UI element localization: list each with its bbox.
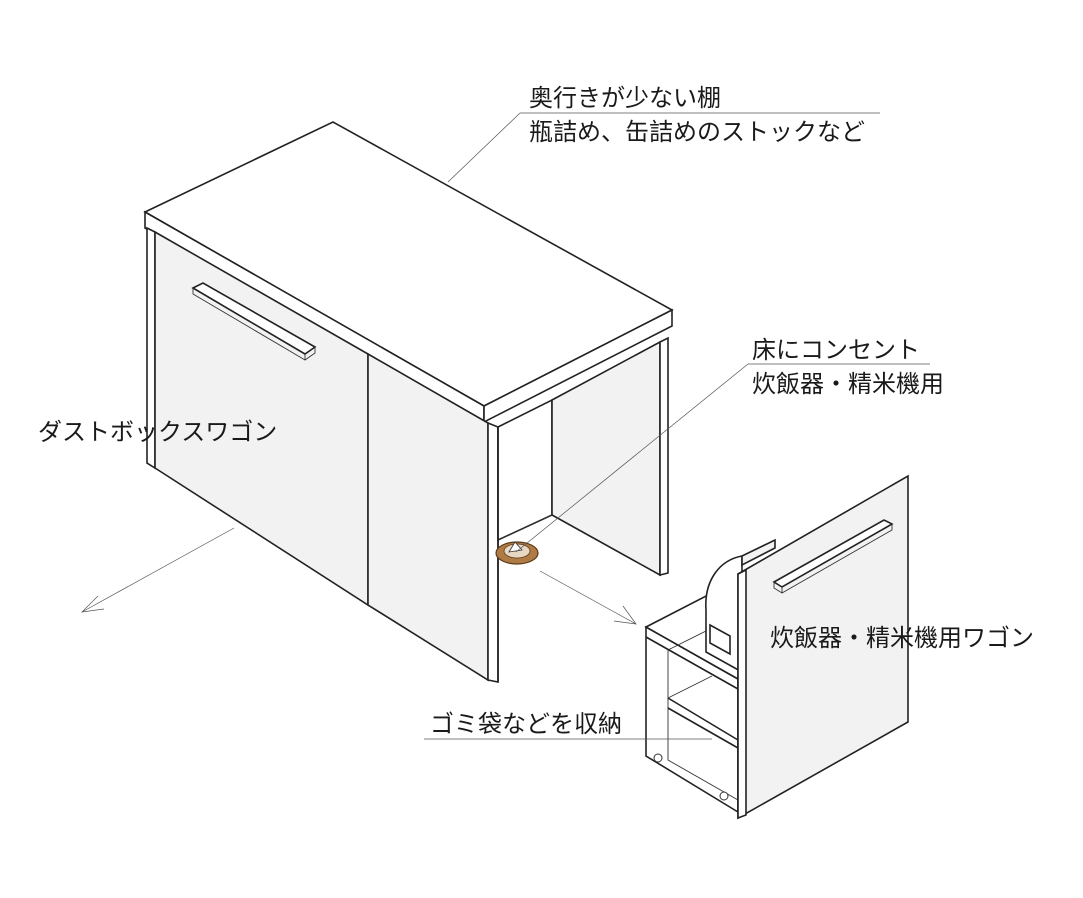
- outlet-title-label: 床にコンセント: [752, 336, 920, 364]
- floor-outlet: [495, 541, 539, 565]
- shelf-detail-label: 瓶詰め、缶詰めのストックなど: [529, 118, 865, 146]
- annotation-lines: [81, 112, 930, 740]
- rice-cooker-display: [709, 623, 731, 656]
- trash-bag-label: ゴミ袋などを収納: [430, 710, 622, 738]
- rice-wagon-arrow: [539, 570, 637, 625]
- cabinet-right-edge: [659, 336, 669, 577]
- rice-cooker: [705, 555, 743, 674]
- main-cabinet: [143, 121, 674, 683]
- shelf-title-label: 奥行きが少ない棚: [529, 84, 721, 112]
- outlet-detail-label: 炊飯器・精米機用: [752, 370, 944, 398]
- rice-wagon-label: 炊飯器・精米機用ワゴン: [770, 624, 1034, 652]
- dust-wagon-label: ダストボックスワゴン: [38, 418, 278, 446]
- counter-right-edge: [483, 308, 673, 424]
- rice-cooker-wagon: [644, 474, 909, 820]
- rice-wagon-panel-edge: [737, 568, 747, 820]
- cooker-back-rim: [741, 538, 776, 567]
- dust-wagon-arrow: [81, 527, 235, 613]
